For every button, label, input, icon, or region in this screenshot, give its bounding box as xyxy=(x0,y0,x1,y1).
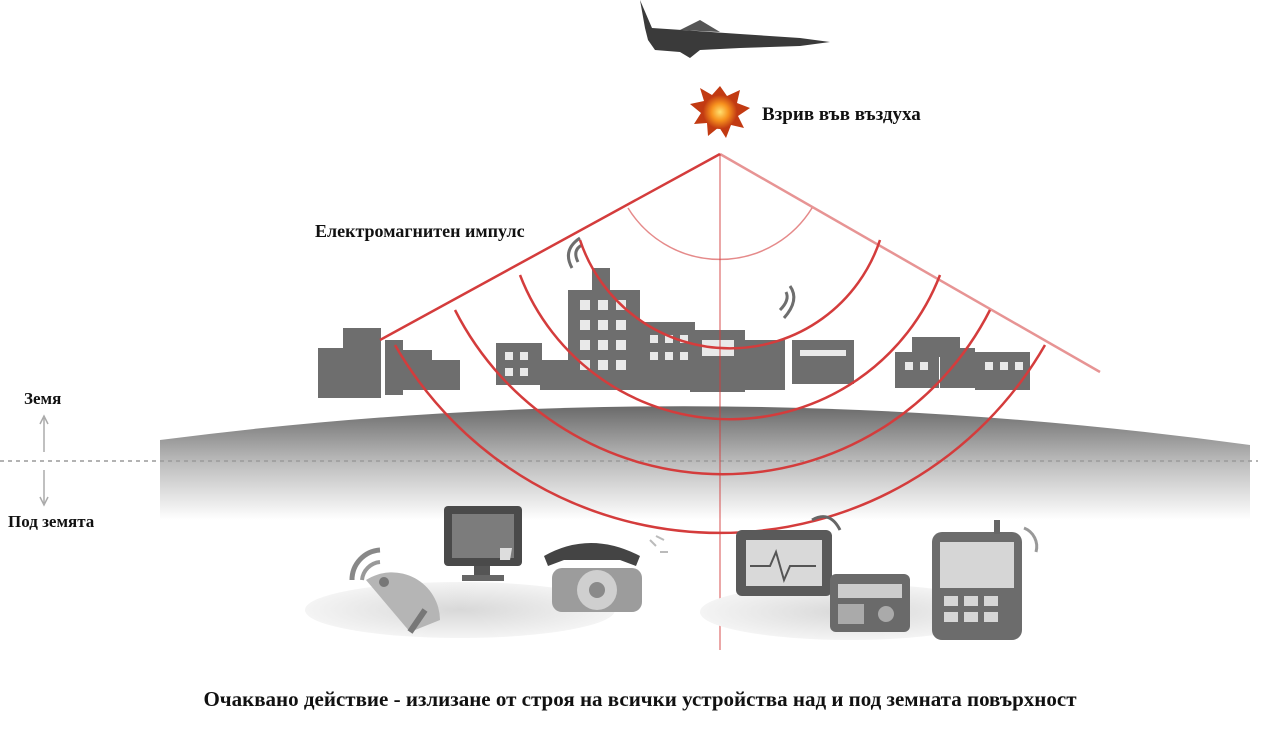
city-buildings xyxy=(318,268,1030,398)
explosion-icon xyxy=(690,86,750,138)
underground-label: Под земята xyxy=(8,512,95,531)
rooftop-antennas xyxy=(566,236,796,319)
radio-icon xyxy=(830,574,910,632)
ground-label: Земя xyxy=(24,389,62,408)
medical-monitor-icon xyxy=(736,515,842,596)
mobile-phone-icon xyxy=(932,520,1039,640)
down-arrow-icon xyxy=(39,470,49,507)
ground-surface xyxy=(160,406,1250,520)
air-burst-label: Взрив във въздуха xyxy=(762,104,921,125)
satellite-dish-icon xyxy=(349,547,440,634)
computer-monitor-icon xyxy=(444,506,522,581)
telephone-icon xyxy=(544,535,668,612)
up-arrow-icon xyxy=(39,414,49,452)
emp-wave xyxy=(379,152,1101,650)
emp-label: Електромагнитен импулс xyxy=(315,221,525,241)
diagram-caption: Очаквано действие - излизане от строя на… xyxy=(203,687,1077,711)
fighter-jet-icon xyxy=(640,0,830,58)
